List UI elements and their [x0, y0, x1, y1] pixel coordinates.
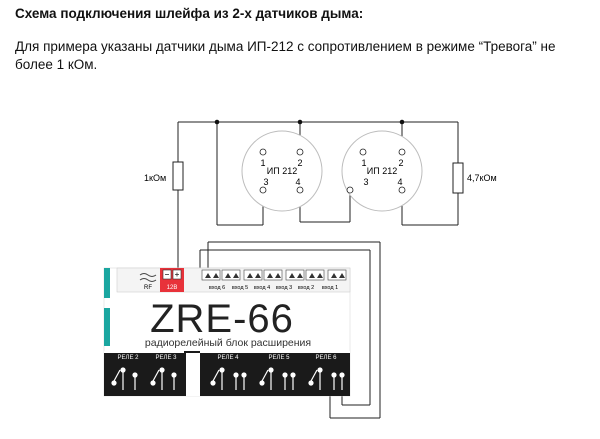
input-2-label: вход 2	[298, 285, 314, 291]
input-3-label: вход 3	[276, 285, 292, 291]
resistor-left-label: 1кОм	[144, 173, 166, 183]
detector-1: 1 2 ИП 212 3 4	[241, 130, 323, 212]
relay-3-label: РЕЛЕ 3	[156, 355, 178, 361]
relay-5-contacts	[259, 367, 296, 390]
relay-2-label: РЕЛЕ 2	[118, 355, 140, 361]
module-subtitle: радиорелейный блок расширения	[145, 337, 311, 349]
detector-2-pin-2: 2	[398, 158, 403, 168]
resistor-right-label: 4,7кОм	[467, 173, 497, 183]
module-name: ZRE-66	[150, 297, 294, 341]
input-1-label: вход 1	[322, 285, 338, 291]
power-label: 12В	[167, 285, 178, 291]
resistor-right-symbol	[452, 162, 464, 194]
relay-6-contacts	[308, 367, 345, 390]
detector-1-pin-2: 2	[297, 158, 302, 168]
detector-2-pin-4-terminal	[398, 186, 406, 194]
relay-contact-symbols	[111, 367, 345, 390]
input-4-label: вход 4	[254, 285, 270, 291]
relay-2-contacts	[111, 367, 138, 390]
detector-1-pin-3: 3	[263, 177, 268, 187]
relay-5-label: РЕЛЕ 5	[269, 355, 291, 361]
resistor-left-symbol	[172, 161, 184, 191]
detector-1-pin-1: 1	[260, 158, 265, 168]
antenna-icon	[139, 273, 157, 277]
diagram-heading: Схема подключения шлейфа из 2-х датчиков…	[15, 6, 364, 21]
detector-2-pin-1-terminal	[359, 148, 367, 156]
detector-1-pin-3-terminal	[259, 186, 267, 194]
detector-2-pin-3: 3	[363, 177, 368, 187]
input-terminals: вход 6 вход 5 вход 4 вход 3 вход 2 вход …	[201, 269, 347, 291]
diagram-description: Для примера указаны датчики дыма ИП-212 …	[15, 39, 556, 72]
detector-1-pin-4-terminal	[296, 186, 304, 194]
relay-4-contacts	[210, 367, 247, 390]
detector-1-pin-1-terminal	[259, 148, 267, 156]
relay-3-contacts	[150, 367, 177, 390]
detector-2-pin-1: 1	[361, 158, 366, 168]
detector-1-pin-2-terminal	[296, 148, 304, 156]
relay-strip	[104, 351, 350, 396]
detector-2-pin-3-terminal	[346, 186, 354, 194]
module-accent-top	[104, 268, 110, 298]
detector-2-pin-4: 4	[397, 177, 402, 187]
junction-dots	[214, 119, 405, 125]
relay-6-label: РЕЛЕ 6	[316, 355, 338, 361]
detector-2: 1 2 ИП 212 3 4	[341, 130, 423, 212]
relay-4-label: РЕЛЕ 4	[218, 355, 240, 361]
detector-1-pin-4: 4	[295, 177, 300, 187]
input-5-label: вход 5	[232, 285, 248, 291]
input-6-label: вход 6	[209, 285, 225, 291]
detector-1-model: ИП 212	[267, 166, 297, 176]
rf-block: RF	[139, 273, 157, 291]
detector-2-model: ИП 212	[367, 166, 397, 176]
rf-label: RF	[144, 285, 152, 291]
detector-2-pin-2-terminal	[398, 148, 406, 156]
module-accent-bottom	[104, 308, 110, 346]
zre66-module: RF 12В вход 6 вход 5 вход 4 вход 3 вход …	[103, 267, 351, 397]
